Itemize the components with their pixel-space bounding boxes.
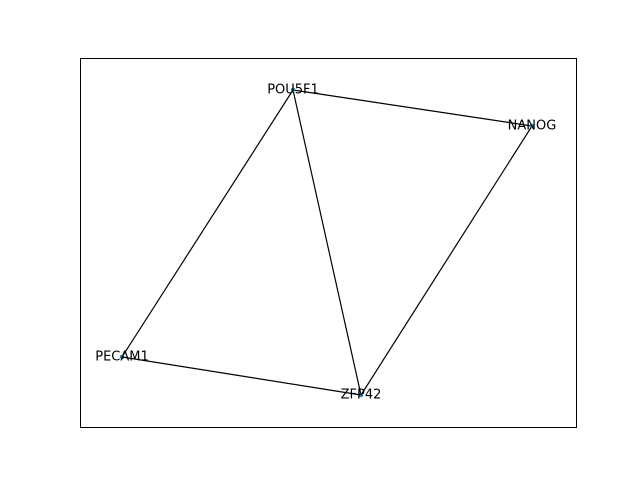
edge-nanog-zfp42 (360, 125, 533, 396)
node-nanog (529, 123, 535, 129)
node-label-nanog: NANOG (508, 119, 557, 134)
nodes-layer (119, 87, 535, 398)
node-zfp42 (358, 392, 364, 398)
node-label-pecam1: PECAM1 (95, 350, 149, 365)
edges-layer (121, 89, 533, 396)
node-pou5f1 (290, 87, 296, 93)
edge-pecam1-zfp42 (121, 356, 362, 396)
node-label-zfp42: ZFP42 (341, 388, 382, 403)
edge-pou5f1-zfp42 (292, 89, 362, 396)
edge-pou5f1-pecam1 (121, 89, 294, 358)
plot-frame (80, 58, 577, 428)
edge-pou5f1-nanog (292, 89, 533, 127)
node-label-pou5f1: POU5F1 (267, 83, 319, 98)
node-pecam1 (119, 354, 125, 360)
